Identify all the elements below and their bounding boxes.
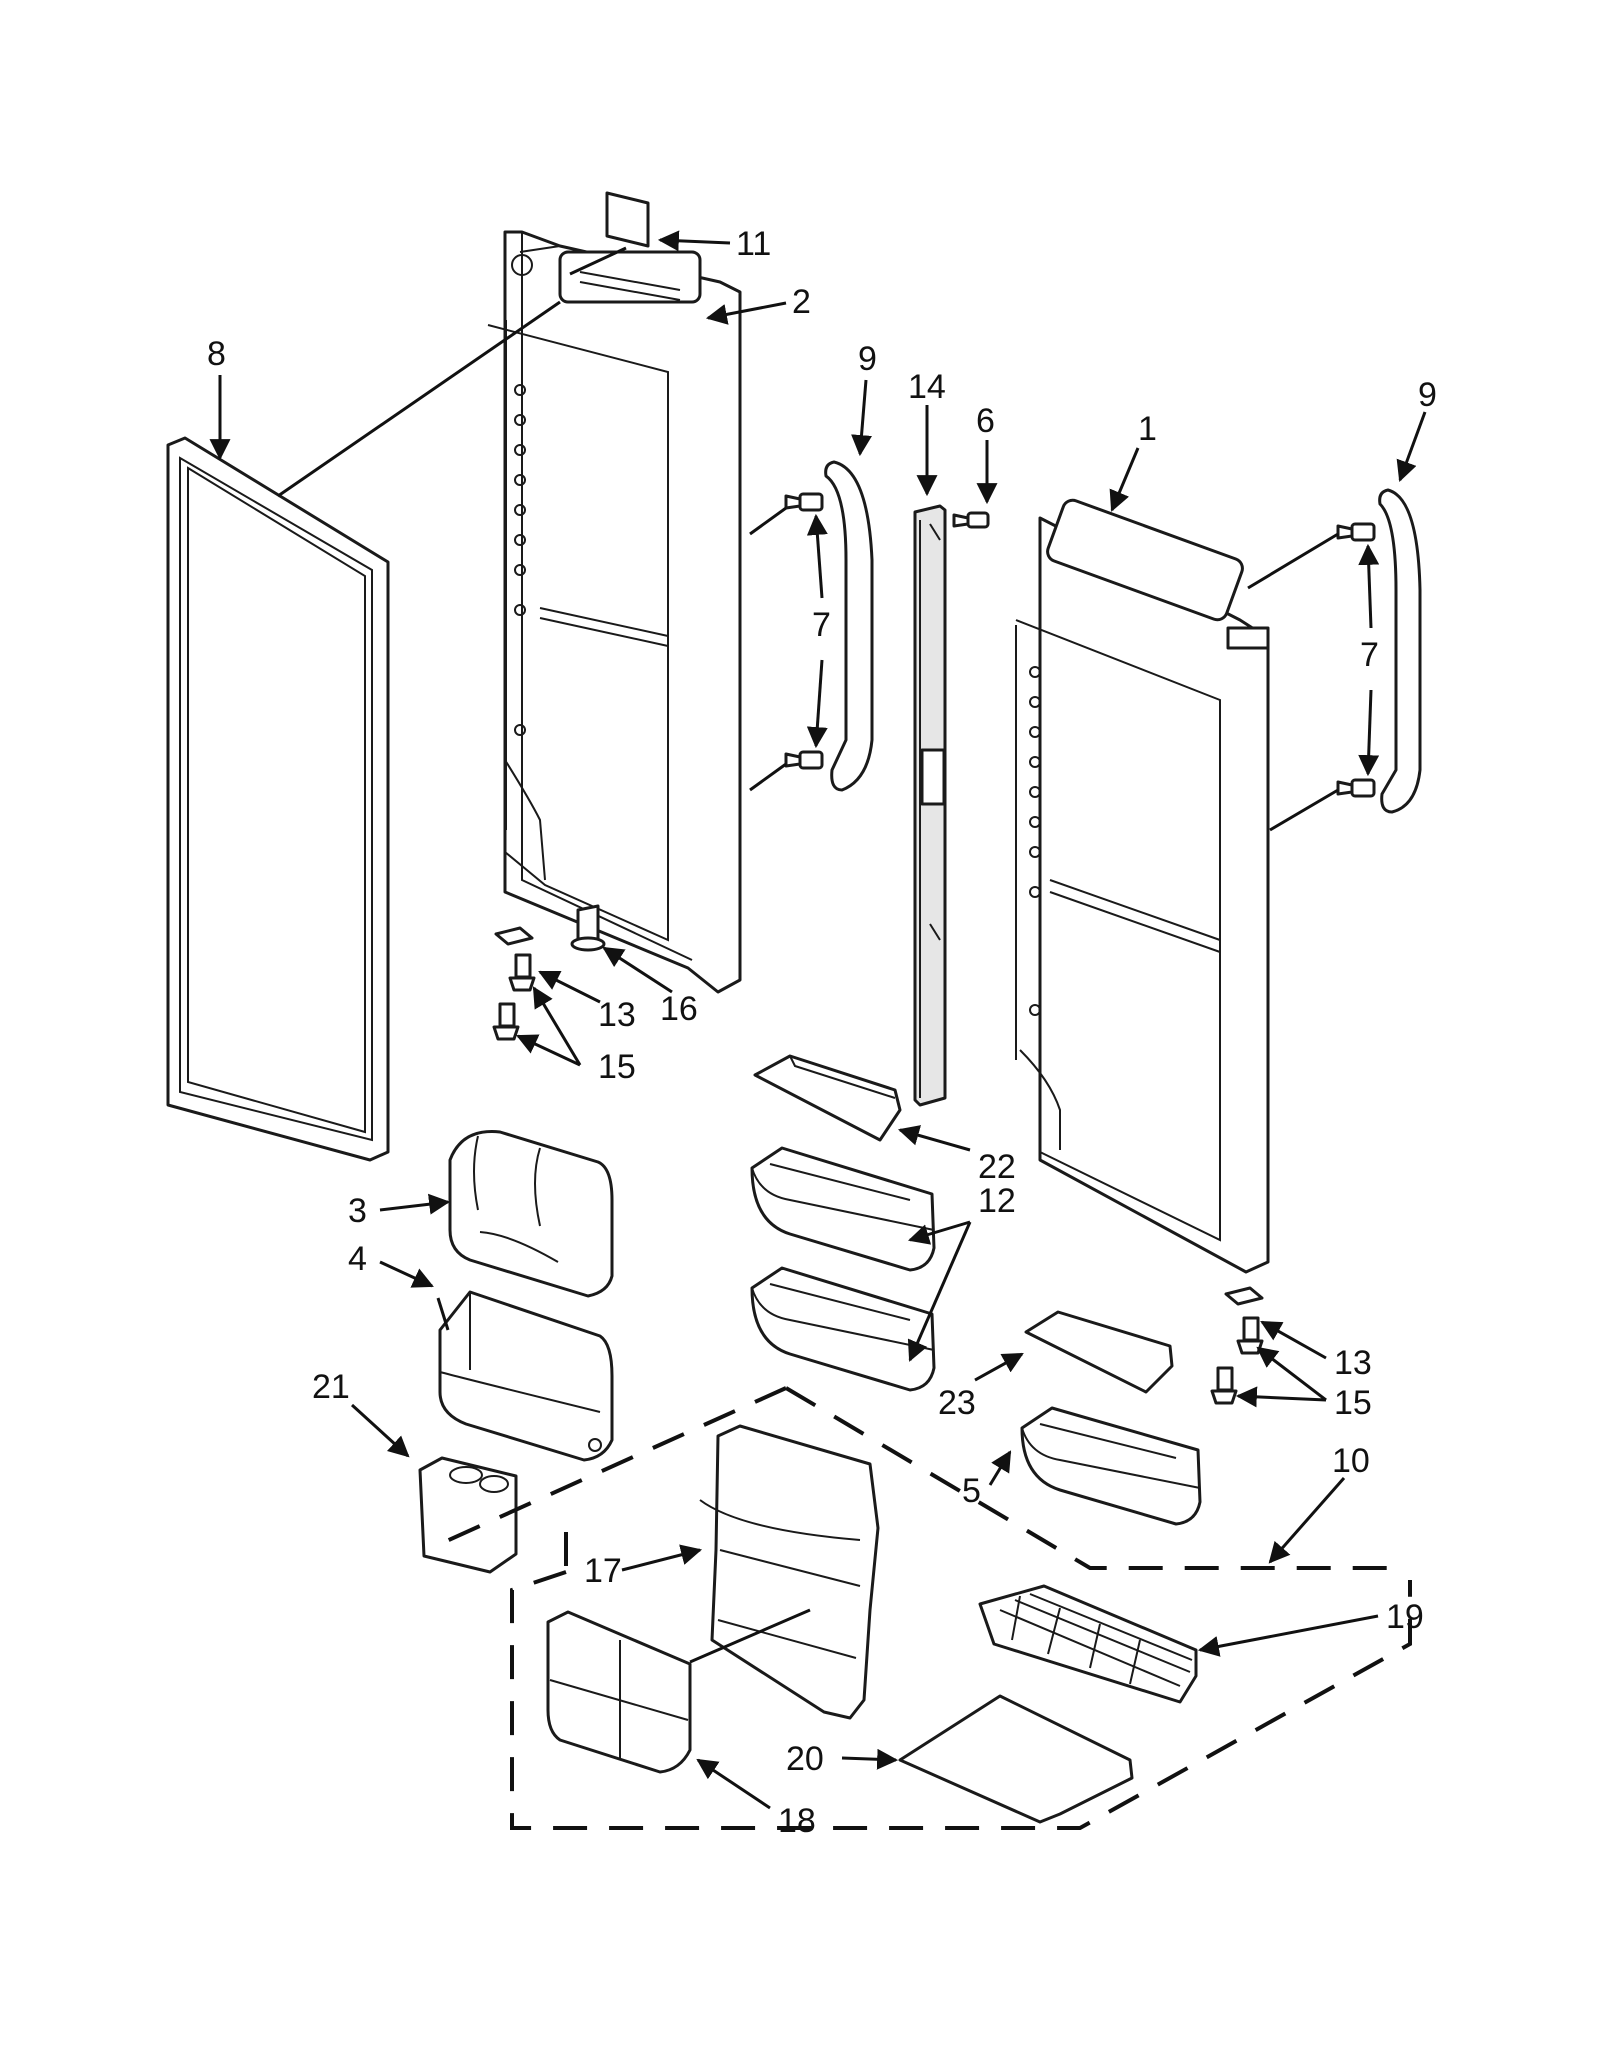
part-hinge-bushing-left <box>492 926 536 1041</box>
callout-14: 14 <box>908 368 946 406</box>
part-ice-bin-cover <box>448 1130 614 1298</box>
part-hinge-bushing-right <box>1210 1286 1264 1405</box>
callout-5: 5 <box>962 1472 981 1510</box>
callout-8: 8 <box>207 335 226 373</box>
callout-9-left: 9 <box>858 340 877 378</box>
part-door-stop <box>570 904 606 952</box>
callout-13-left: 13 <box>598 996 636 1034</box>
dispenser-assembly-boundary <box>439 1386 1412 1830</box>
callout-17: 17 <box>584 1552 622 1590</box>
callout-13-right: 13 <box>1334 1344 1372 1382</box>
part-drip-tray <box>898 1694 1134 1824</box>
callout-11: 11 <box>736 225 771 263</box>
callout-7-left: 7 <box>812 606 831 644</box>
callout-15-right: 15 <box>1334 1384 1372 1422</box>
callout-3: 3 <box>348 1192 367 1230</box>
part-handle-screws-left <box>784 492 824 770</box>
part-left-handle <box>824 460 874 792</box>
part-ice-bin <box>438 1290 614 1462</box>
callout-labels: 11 2 8 9 14 6 1 9 7 7 13 16 15 22 12 3 4… <box>207 225 1437 1840</box>
part-right-door <box>1015 498 1270 1274</box>
part-door-bin-5 <box>1020 1406 1202 1526</box>
part-handle-screws-right <box>1336 522 1376 798</box>
part-door-bin-upper <box>750 1146 936 1272</box>
callout-21: 21 <box>312 1368 350 1406</box>
callout-1: 1 <box>1138 410 1157 448</box>
callout-4: 4 <box>348 1240 367 1278</box>
callout-12: 12 <box>978 1182 1016 1220</box>
part-screw <box>952 511 990 529</box>
callout-23: 23 <box>938 1384 976 1422</box>
part-ice-scoop-holder <box>418 1456 518 1574</box>
part-door-flipper-mullion <box>913 504 947 1107</box>
part-bin-cover-23 <box>1024 1310 1174 1394</box>
callout-10: 10 <box>1332 1442 1370 1480</box>
callout-22: 22 <box>978 1148 1016 1186</box>
part-dispenser-housing <box>699 1424 880 1720</box>
part-left-door <box>487 230 742 994</box>
callout-19: 19 <box>1386 1598 1424 1636</box>
callout-9-right: 9 <box>1418 376 1437 414</box>
callout-15-left: 15 <box>598 1048 636 1086</box>
part-label-plate <box>605 191 650 248</box>
part-door-gasket <box>166 436 390 1162</box>
part-right-handle <box>1378 488 1422 814</box>
callout-2: 2 <box>792 283 811 321</box>
part-drip-tray-grille <box>978 1584 1198 1704</box>
leader-lines <box>209 230 1427 1810</box>
callout-20: 20 <box>786 1740 824 1778</box>
callout-16: 16 <box>660 990 698 1028</box>
part-ice-bucket <box>546 1610 692 1774</box>
callout-7-right: 7 <box>1360 636 1379 674</box>
callout-18: 18 <box>778 1802 816 1840</box>
part-door-bin-lower <box>750 1266 936 1392</box>
part-bin-cover-22 <box>753 1054 902 1142</box>
callout-6: 6 <box>976 402 995 440</box>
